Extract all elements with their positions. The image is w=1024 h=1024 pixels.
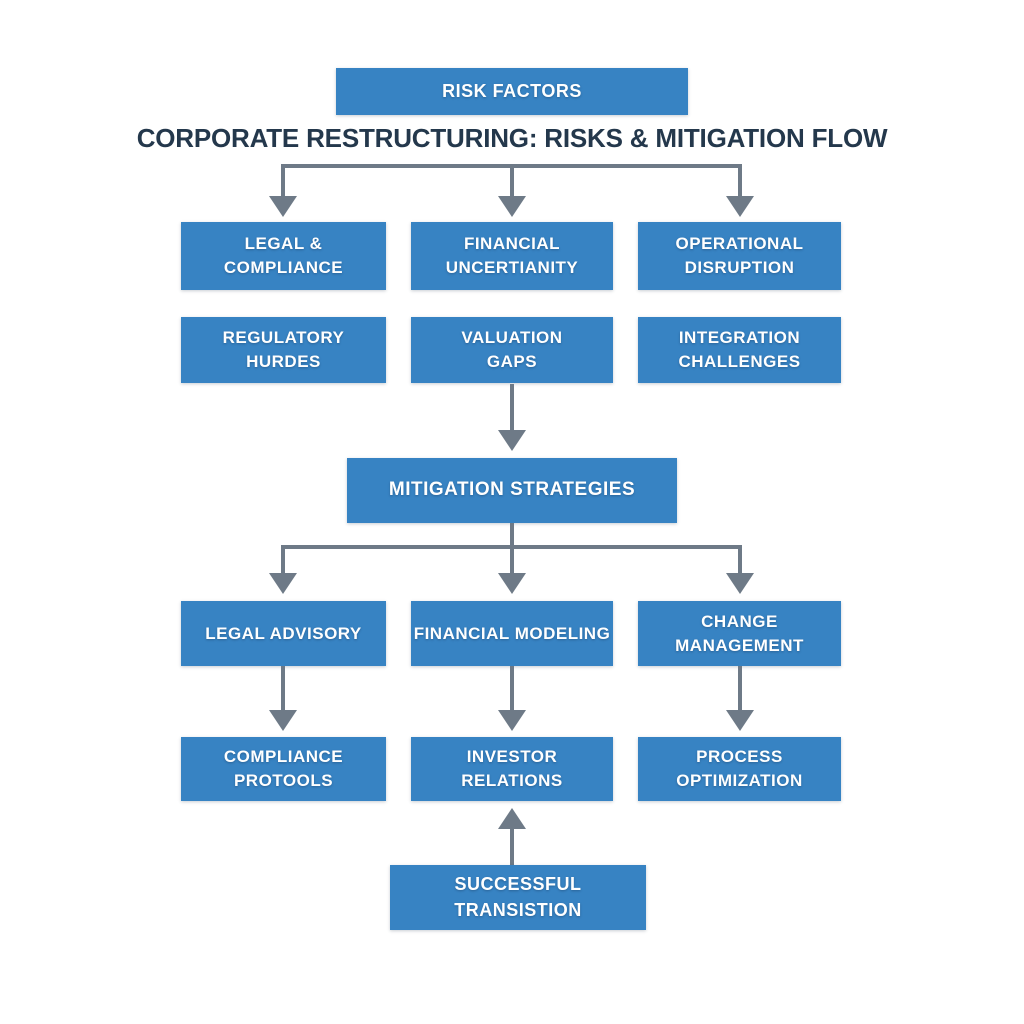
node-change-management: CHANGE MANAGEMENT: [638, 601, 841, 666]
connector-risks-stem-left: [281, 164, 285, 198]
connector-col1-stem: [281, 666, 285, 712]
arrow-down-icon: [269, 196, 297, 217]
arrow-down-icon: [726, 196, 754, 217]
connector-risks-stem-center: [510, 164, 514, 198]
node-legal-advisory: LEGAL ADVISORY: [181, 601, 386, 666]
arrow-down-icon: [726, 710, 754, 731]
arrow-down-icon: [269, 573, 297, 594]
arrow-up-icon: [498, 808, 526, 829]
connector-strategies-stem-right: [738, 545, 742, 575]
connector-success-stem: [510, 827, 514, 865]
connector-risks-stem-right: [738, 164, 742, 198]
connector-strategies-stem-left: [281, 545, 285, 575]
node-legal-compliance: LEGAL & COMPLIANCE: [181, 222, 386, 290]
node-risk-factors: RISK FACTORS: [336, 68, 688, 115]
arrow-down-icon: [726, 573, 754, 594]
node-regulatory-hurdes: REGULATORY HURDES: [181, 317, 386, 383]
arrow-down-icon: [269, 710, 297, 731]
arrow-down-icon: [498, 196, 526, 217]
node-operational-disruption: OPERATIONAL DISRUPTION: [638, 222, 841, 290]
node-investor-relations: INVESTOR RELATIONS: [411, 737, 613, 801]
connector-col3-stem: [738, 666, 742, 712]
node-process-optimization: PROCESS OPTIMIZATION: [638, 737, 841, 801]
connector-mitigation-stem: [510, 384, 514, 432]
arrow-down-icon: [498, 430, 526, 451]
arrow-down-icon: [498, 573, 526, 594]
node-successful-transistion: SUCCESSFUL TRANSISTION: [390, 865, 646, 930]
node-integration-challenges: INTEGRATION CHALLENGES: [638, 317, 841, 383]
connector-strategies-stem-top: [510, 523, 514, 549]
connector-col2-stem: [510, 666, 514, 712]
arrow-down-icon: [498, 710, 526, 731]
connector-strategies-stem-center: [510, 545, 514, 575]
node-mitigation-strategies: MITIGATION STRATEGIES: [347, 458, 677, 523]
diagram-title: CORPORATE RESTRUCTURING: RISKS & MITIGAT…: [136, 123, 888, 153]
node-compliance-protools: COMPLIANCE PROTOOLS: [181, 737, 386, 801]
node-valuation-gaps: VALUATION GAPS: [411, 317, 613, 383]
node-financial-modeling: FINANCIAL MODELING: [411, 601, 613, 666]
node-financial-uncertianity: FINANCIAL UNCERTIANITY: [411, 222, 613, 290]
